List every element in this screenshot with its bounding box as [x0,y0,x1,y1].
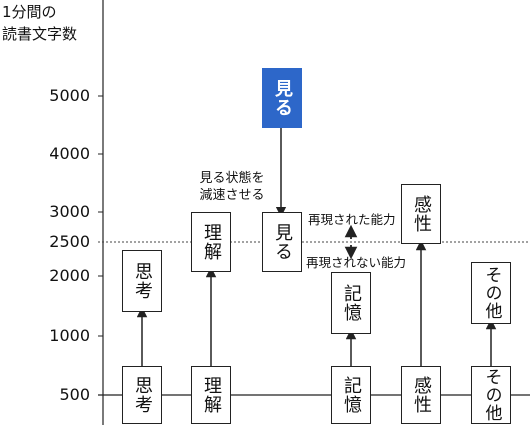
y-axis-title-line-2: 読書文字数 [2,25,78,43]
box-label: 見る [272,79,293,117]
note-slow-down-line-2: 減速させる [199,188,265,203]
box-miru-slowed: 見る [262,212,302,272]
box-kioku-upper: 記憶 [331,272,371,334]
box-kansei-base: 感性 [401,366,441,424]
note-slow-down: 見る状態を 減速させる [186,170,278,204]
box-label: 理解 [201,223,222,261]
tick-label-2000: 2000 [49,266,90,285]
note-not-reproduced: 再現されない能力 [306,255,407,270]
box-rikai-upper: 理解 [191,212,231,272]
box-rikai-base: 理解 [191,366,231,424]
box-kansei-upper: 感性 [401,184,441,244]
tick-label-3000: 3000 [49,202,90,221]
box-kioku-base: 記憶 [331,366,371,424]
tick-label-1000: 1000 [49,326,90,345]
box-label: その他 [481,266,502,320]
box-label: 思考 [132,376,153,414]
note-slow-down-line-1: 見る状態を [199,171,265,186]
box-label: 思考 [132,262,153,300]
tick-label-500: 500 [59,385,90,404]
box-sonota-base: その他 [471,366,511,424]
tick-label-2500: 2500 [49,232,90,251]
box-label: 記憶 [341,376,362,414]
box-sonota-upper: その他 [471,262,511,324]
box-label: 記憶 [341,284,362,322]
box-shikou-upper: 思考 [122,250,162,312]
note-reproduced: 再現された能力 [308,212,396,227]
box-label: 見る [272,223,293,261]
tick-label-5000: 5000 [49,86,90,105]
y-axis-title-line-1: 1分間の [2,3,57,21]
box-label: その他 [481,368,502,422]
box-miru-highlight: 見る [262,68,302,128]
box-label: 理解 [201,376,222,414]
box-label: 感性 [411,195,432,233]
box-shikou-base: 思考 [122,366,162,424]
box-label: 感性 [411,376,432,414]
tick-label-4000: 4000 [49,144,90,163]
